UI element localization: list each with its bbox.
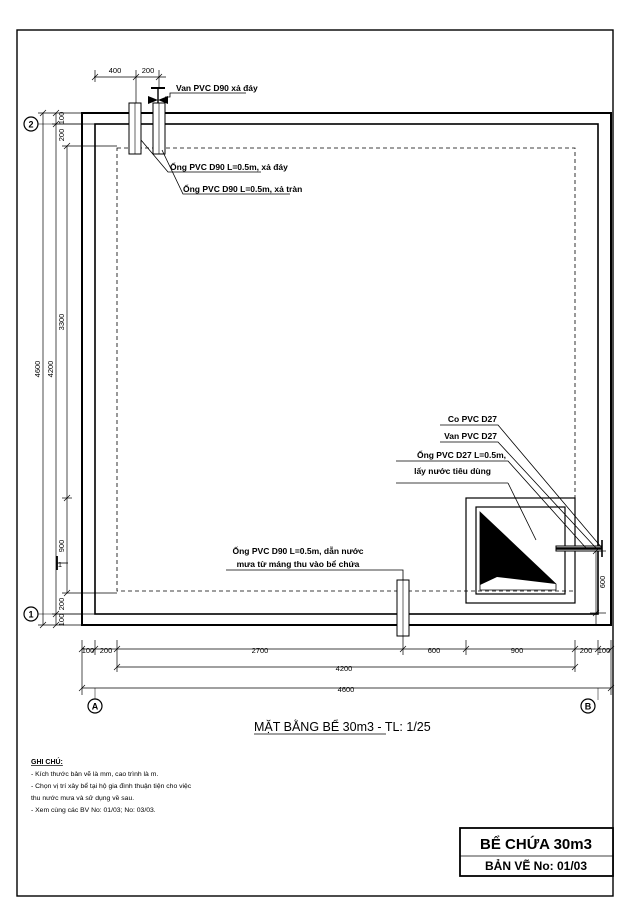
dim-top-200: 200 [142,66,155,75]
dim-bottom-200-right: 200 [580,646,593,655]
dim-left-4200: 4200 [46,361,55,378]
axis-a-bubble [87,698,103,714]
tank-inner-wall [94,123,599,615]
dim-bottom-4600: 4600 [338,685,355,694]
bottom-dimensions [78,636,615,695]
axis-b-bubble [580,698,596,714]
label-pipe-use-1: Ống PVC D27 L=0.5m, [417,449,506,460]
label-pipe-use-2: lấy nước tiêu dùng [414,466,491,476]
title-block [459,827,614,877]
dim-bottom-900: 900 [511,646,524,655]
label-pipe-inlet-2: mưa từ máng thu vào bể chứa [237,559,360,569]
section-mark-label: 1 [58,560,62,569]
chamber-slope-outline [479,511,557,591]
sheet-border [16,29,614,897]
top-dimension [91,70,166,103]
label-pipe-inlet-1: Ống PVC D90 L=0.5m, dẫn nước [233,545,364,556]
label-elbow: Co PVC D27 [448,414,497,424]
dim-left-3300: 3300 [57,314,66,331]
leader-lines [140,92,603,580]
axis-2-label: 2 [28,120,33,130]
dim-top-400: 400 [109,66,122,75]
axis-a-label: A [92,702,99,712]
dim-right-600: 600 [598,576,607,589]
dim-left-200-top: 200 [57,129,66,142]
axis-b-label: B [585,702,592,712]
valve-d90-icon [148,87,168,104]
drawing-caption: MẶT BẰNG BỂ 30m3 - TL: 1/25 [254,719,431,734]
label-pipe-overflow: Ống PVC D90 L=0.5m, xả tràn [183,183,302,194]
note-line: - Chọn vị trí xây bể tại hộ gia đình thu… [31,782,192,790]
dim-left-4600: 4600 [33,361,42,378]
note-line: - Xem cùng các BV No: 01/03; No: 03/03. [31,807,156,814]
right-dimension [590,547,606,625]
note-line: - Kích thước bản vẽ là mm, cao trình là … [31,771,158,778]
dim-bottom-100-left: 100 [82,646,95,655]
title-block-sheet: BẢN VẼ No: 01/03 [485,858,587,873]
dim-left-200-bottom: 200 [57,598,66,611]
dim-left-900: 900 [57,540,66,553]
tank-floor-dashed [116,147,576,592]
tank-outer-wall [81,112,612,626]
dim-bottom-200-left: 200 [100,646,113,655]
label-pipe-drain: Ống PVC D90 L=0.5m, xả đáy [170,161,288,172]
notes-title: GHI CHÚ: [31,757,63,766]
dim-bottom-4200: 4200 [336,664,353,673]
label-valve-drain: Van PVC D90 xả đáy [176,83,258,93]
axis-1-label: 1 [28,610,33,620]
title-block-title: BỂ CHỨA 30m3 [480,835,592,853]
note-line: thu nước mưa và sử dụng về sau. [31,793,134,802]
axis-markers [23,116,599,714]
dim-bottom-100-right: 100 [598,646,611,655]
dim-left-100-top: 100 [57,112,66,125]
axis-2-bubble [23,116,39,132]
dim-bottom-2700: 2700 [252,646,269,655]
dim-bottom-600: 600 [428,646,441,655]
dim-left-100-bottom: 100 [57,614,66,627]
label-valve-use: Van PVC D27 [444,431,497,441]
axis-1-bubble [23,606,39,622]
